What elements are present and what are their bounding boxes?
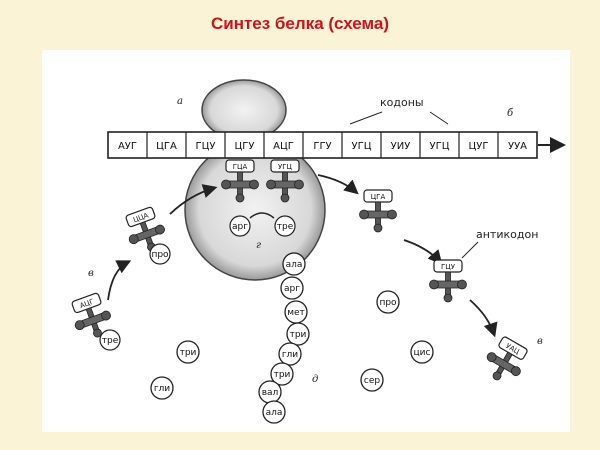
mrna-codon: АЦГ — [263, 132, 294, 158]
mrna-codon: ЦГА — [146, 132, 177, 158]
free-amino-acid: три — [176, 340, 200, 364]
ribosome-small-subunit — [201, 79, 287, 141]
free-amino-acid-label: сер — [364, 376, 380, 386]
peptide-chain: ала арг мет три гли три вал ала — [258, 252, 310, 424]
mrna-codon-label: ЦГА — [156, 141, 177, 152]
peptide-bead: ала — [262, 400, 286, 424]
peptide-bead-label: три — [274, 370, 291, 380]
trna-molecule: ЦГА — [359, 189, 397, 233]
trna-amino-acid: тре — [99, 329, 121, 351]
arrow-trna-approach-2 — [169, 184, 218, 215]
peptide-bead: три — [286, 322, 310, 346]
peptide-bead-label: ала — [266, 408, 283, 418]
label-anticodon: антикодон — [476, 228, 538, 241]
free-amino-acid: гли — [150, 376, 174, 400]
anticodon-label: ЦГА — [371, 193, 386, 201]
amino-acid-label: тре — [102, 336, 119, 346]
label-a: а — [177, 96, 183, 107]
peptide-bead-label: три — [290, 330, 307, 340]
free-amino-acid: сер — [360, 368, 384, 392]
peptide-bead-label: гли — [282, 350, 298, 360]
peptide-bead-label: ала — [286, 260, 303, 270]
mrna-codon-label: УГЦ — [352, 141, 372, 152]
amino-acid-label: тре — [277, 222, 294, 232]
trna-molecule: ЦЦА — [125, 206, 165, 252]
peptide-bead-label: мет — [287, 308, 305, 318]
anticodon-label: УГЦ — [278, 163, 293, 171]
trna-molecule: УАЦ — [486, 336, 528, 381]
page-title: Синтез белка (схема) — [210, 14, 389, 33]
mrna-codon: УУА — [497, 132, 527, 158]
mrna-codon-label: УУА — [508, 141, 527, 152]
free-amino-acid-label: три — [180, 348, 197, 358]
label-v-left: в — [88, 268, 94, 279]
mrna-codon-label: УГЦ — [430, 141, 450, 152]
trna-molecule: ГЦУ — [429, 259, 467, 303]
peptide-bead: арг — [280, 276, 304, 300]
mrna-codon: УИУ — [380, 132, 411, 158]
arrow-trna-approach-1 — [107, 260, 132, 301]
trna-amino-acid: арг — [229, 215, 251, 237]
mrna-codon-label: ЦУГ — [469, 141, 489, 152]
anticodon-label: ГЦА — [233, 163, 248, 171]
anticodon-label: ГЦУ — [441, 263, 456, 271]
peptide-bead: гли — [278, 342, 302, 366]
arrow-trna-leave-2 — [403, 239, 443, 265]
ribosome-trnas: ГЦА арг УГЦ тре — [221, 159, 304, 237]
mrna-codon-label: АЦГ — [273, 141, 294, 152]
mrna-codon: ЦУГ — [458, 132, 489, 158]
peptide-bead-label: арг — [284, 284, 300, 294]
peptide-bead-label: вал — [262, 388, 279, 398]
label-d: д — [312, 374, 318, 385]
amino-acid-label: арг — [232, 222, 248, 232]
arrow-trna-leave-3 — [469, 299, 498, 338]
trna-molecule: АЦГ — [71, 292, 111, 338]
free-amino-acid-label: гли — [154, 384, 170, 394]
label-b: б — [507, 108, 514, 119]
mrna-codon-label: АУГ — [118, 141, 137, 152]
label-g: г — [256, 240, 261, 251]
trna-amino-acid: тре — [274, 215, 296, 237]
mrna-codon: ГЦУ — [185, 132, 216, 158]
mrna-strand: АУГ ЦГА ГЦУ ЦГУ АЦГ ГГУ УГЦ УИУ УГЦ ЦУГ УУА — [107, 131, 538, 159]
free-amino-acid: цис — [410, 340, 434, 364]
trna-amino-acid: про — [149, 243, 171, 265]
peptide-bead: мет — [284, 300, 308, 324]
mrna-codon: УГЦ — [419, 132, 450, 158]
mrna-codon-label: ГГУ — [313, 141, 331, 152]
peptide-bead: вал — [258, 380, 282, 404]
label-v-right: в — [537, 336, 543, 347]
anticodon-pointer-line — [461, 241, 479, 259]
mrna-codon: АУГ — [118, 141, 137, 152]
mrna-codon: ГГУ — [302, 132, 332, 158]
mrna-codon: УГЦ — [341, 132, 372, 158]
codons-pointer-lines — [349, 111, 449, 125]
mrna-codon-label: УИУ — [391, 141, 411, 152]
trna-molecule: УГЦ — [266, 159, 304, 203]
free-amino-acid-label: про — [379, 298, 397, 308]
free-amino-acid-label: цис — [414, 348, 431, 358]
peptide-bead: ала — [282, 252, 306, 276]
free-amino-acids: три гли про цис сер — [150, 290, 434, 400]
mrna-codon-label: ЦГУ — [235, 141, 255, 152]
amino-acid-label: про — [151, 250, 169, 260]
peptide-bead: три — [270, 362, 294, 386]
mrna-codon-label: ГЦУ — [196, 141, 216, 152]
free-amino-acid: про — [376, 290, 400, 314]
peptide-bond-link — [249, 212, 275, 219]
mrna-codon: ЦГУ — [224, 132, 255, 158]
label-codons: кодоны — [380, 96, 424, 109]
trna-molecule: ГЦА — [221, 159, 259, 203]
arrow-trna-leave-1 — [317, 174, 359, 195]
